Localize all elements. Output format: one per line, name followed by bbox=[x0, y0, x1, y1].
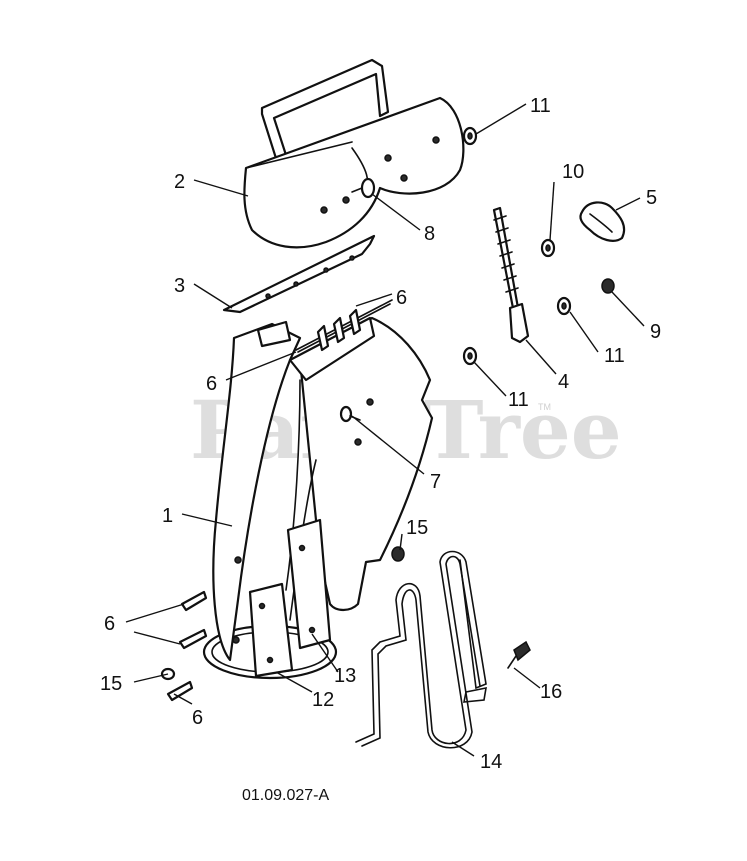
callout-4: 4 bbox=[558, 371, 569, 393]
deflector-part-icon bbox=[243, 58, 465, 249]
callout-7: 7 bbox=[430, 471, 441, 493]
document-number: 01.09.027-A bbox=[242, 787, 330, 804]
scraper-blade-part-icon bbox=[222, 234, 376, 314]
callout-15: 15 bbox=[100, 673, 122, 695]
callout-11: 11 bbox=[530, 95, 551, 117]
callout-6: 6 bbox=[192, 707, 203, 729]
crank-rod-part-icon bbox=[492, 206, 530, 344]
callout-1: 1 bbox=[162, 505, 173, 527]
callout-5: 5 bbox=[646, 187, 657, 209]
callout-11: 11 bbox=[604, 345, 625, 367]
callout-13: 13 bbox=[334, 665, 356, 687]
callout-8: 8 bbox=[424, 223, 435, 245]
crank-assembly-part-icon bbox=[355, 550, 487, 749]
callout-6: 6 bbox=[104, 613, 115, 635]
callout-2: 2 bbox=[174, 171, 185, 193]
mounting-plate-part-icon bbox=[248, 518, 332, 678]
callout-11: 11 bbox=[508, 389, 529, 411]
small-bolt-part-icon bbox=[507, 640, 531, 669]
callout-10: 10 bbox=[562, 161, 584, 183]
callout-6: 6 bbox=[206, 373, 217, 395]
callout-15: 15 bbox=[406, 517, 428, 539]
bolt-part-icon bbox=[351, 177, 376, 199]
callout-12: 12 bbox=[312, 689, 334, 711]
callout-labels: 11 2 10 5 8 3 6 9 11 6 4 11 7 1 15 6 15 … bbox=[100, 95, 661, 773]
washer-part-icon bbox=[391, 126, 615, 562]
callout-6: 6 bbox=[396, 287, 407, 309]
callout-16: 16 bbox=[540, 681, 562, 703]
callout-14: 14 bbox=[480, 751, 502, 773]
callout-9: 9 bbox=[650, 321, 661, 343]
callout-3: 3 bbox=[174, 275, 185, 297]
knob-part-icon bbox=[579, 201, 626, 242]
bolts-upper-part-icon bbox=[295, 299, 393, 353]
watermark-trademark: TM bbox=[538, 402, 551, 412]
leader-lines bbox=[125, 103, 645, 757]
